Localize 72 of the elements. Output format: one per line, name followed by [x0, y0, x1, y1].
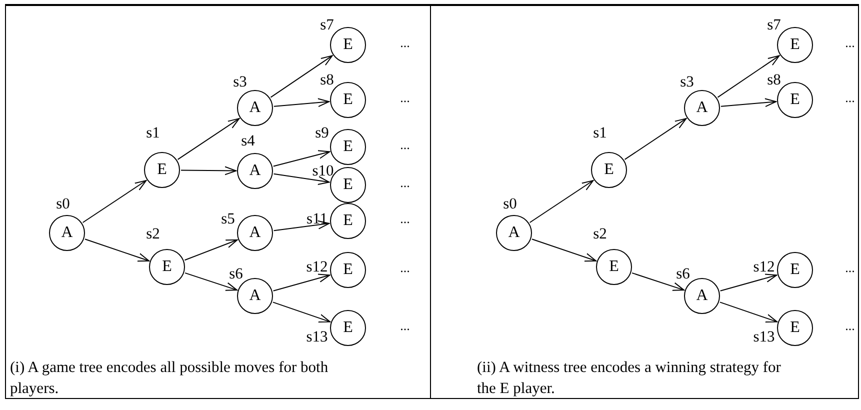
state-label: s13	[753, 329, 775, 345]
arrow	[624, 118, 687, 160]
caption: (i) A game tree encodes all possible moves for both players.	[10, 358, 330, 399]
arrow	[719, 302, 778, 323]
state-circle: E	[144, 152, 180, 188]
arrow	[82, 180, 147, 223]
arrow	[632, 272, 684, 291]
arrow	[184, 272, 238, 291]
figure-panel	[5, 4, 431, 399]
arrow	[273, 173, 330, 185]
state-label: s9	[315, 125, 329, 141]
figure-panel	[430, 4, 859, 399]
state-circle: E	[330, 203, 366, 239]
state-circle: A	[237, 90, 273, 126]
state-circle: A	[237, 215, 273, 251]
ellipsis: ...	[400, 36, 410, 49]
arrow	[532, 238, 596, 262]
arrow	[717, 55, 780, 98]
caption: (ii) A witness tree encodes a winning strategy for the E player.	[477, 358, 782, 399]
state-circle: E	[777, 310, 813, 346]
ellipsis: ...	[400, 176, 410, 189]
state-label: s0	[56, 196, 70, 212]
ellipsis: ...	[845, 90, 855, 104]
state-circle: A	[237, 153, 273, 189]
state-label: s2	[593, 226, 607, 242]
state-label: s3	[680, 74, 694, 90]
arrow	[272, 302, 331, 323]
arrow	[184, 239, 238, 261]
ellipsis: ...	[845, 318, 855, 332]
state-label: s5	[221, 211, 235, 227]
state-circle: E	[330, 310, 366, 346]
arrow	[273, 220, 330, 232]
arrow	[529, 180, 594, 223]
ellipsis: ...	[400, 90, 410, 104]
ellipsis: ...	[845, 260, 855, 274]
state-circle: E	[596, 249, 632, 285]
ellipsis: ...	[400, 138, 410, 151]
state-label: s2	[146, 226, 160, 242]
state-circle: E	[330, 252, 366, 288]
ellipsis: ...	[400, 318, 410, 332]
ellipsis: ...	[400, 212, 410, 225]
arrow	[273, 98, 330, 108]
state-circle: E	[330, 129, 366, 165]
ellipsis: ...	[845, 36, 855, 49]
state-circle: A	[237, 278, 273, 314]
arrow	[720, 98, 777, 108]
state-circle: E	[591, 152, 627, 188]
state-circle: A	[684, 90, 720, 126]
arrow	[272, 274, 330, 292]
state-label: s12	[753, 259, 775, 275]
state-label: s3	[233, 74, 247, 90]
arrow	[84, 238, 150, 262]
state-label: s4	[241, 133, 255, 149]
arrow	[272, 150, 330, 167]
arrow	[177, 118, 240, 160]
state-label: s0	[503, 196, 517, 212]
state-circle: E	[777, 252, 813, 288]
state-label: s12	[306, 259, 328, 275]
state-circle: A	[496, 215, 532, 251]
state-circle: E	[330, 27, 366, 63]
state-circle: A	[684, 278, 720, 314]
state-label: s13	[306, 329, 328, 345]
state-label: s1	[146, 125, 160, 141]
arrow	[720, 274, 778, 292]
ellipsis: ...	[400, 260, 410, 274]
state-circle: E	[777, 27, 813, 63]
arrow	[180, 166, 236, 176]
state-label: s11	[306, 211, 328, 227]
state-circle: A	[49, 215, 85, 251]
arrow	[270, 55, 333, 98]
state-label: s1	[593, 125, 607, 141]
state-circle: E	[149, 249, 185, 285]
